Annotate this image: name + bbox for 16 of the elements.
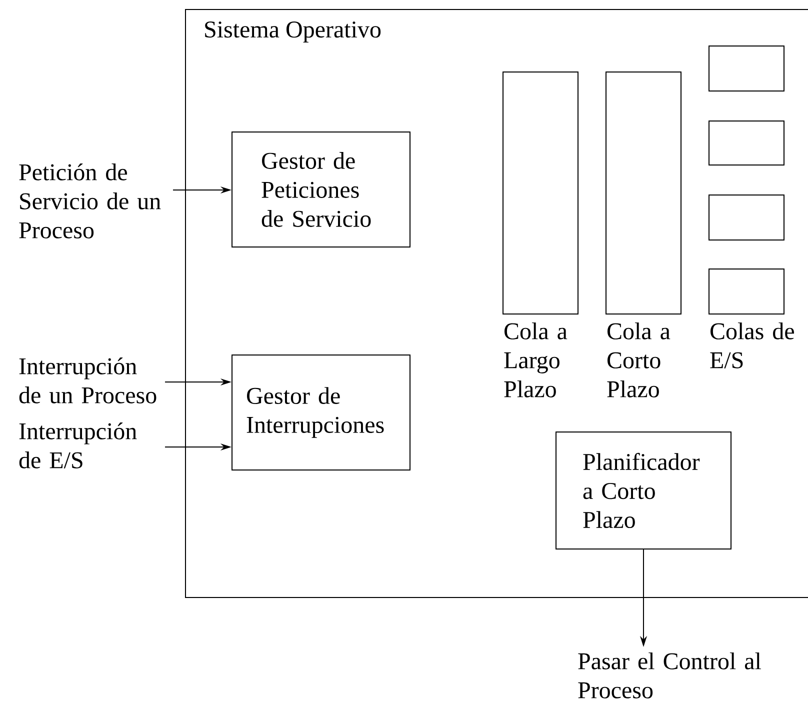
- event-label: Interrupción de un Proceso: [19, 358, 156, 404]
- queue-box: [708, 194, 784, 240]
- event-label: Pasar el Control al Proceso: [578, 652, 761, 698]
- event-label: Interrupción de E/S: [19, 422, 137, 468]
- queue-label: Colas de E/S: [710, 322, 794, 368]
- queue-label: Cola a Largo Plazo: [504, 322, 568, 398]
- queue-box: [708, 268, 784, 314]
- process-box: Gestor de Peticiones de Servicio: [232, 132, 410, 248]
- process-box: Planificador a Corto Plazo: [556, 432, 732, 550]
- event-label: Petición de Servicio de un Proceso: [19, 164, 161, 238]
- queue-box: [606, 72, 682, 314]
- queue-label: Cola a Corto Plazo: [607, 322, 670, 398]
- queue-box: [502, 72, 578, 314]
- process-box: Gestor de Interrupciones: [232, 354, 410, 470]
- queue-box: [708, 46, 784, 92]
- queue-box: [708, 120, 784, 166]
